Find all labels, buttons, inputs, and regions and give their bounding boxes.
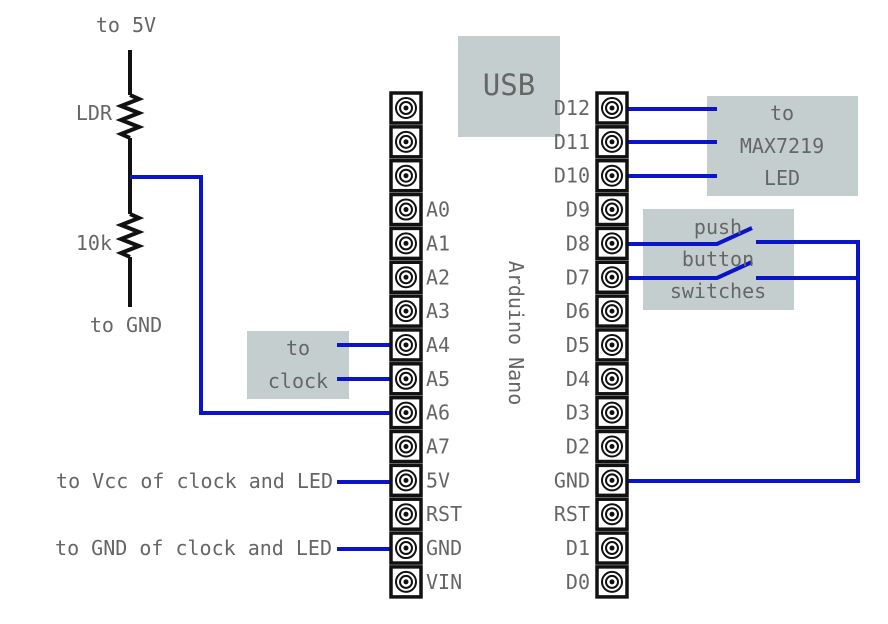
left-pin-14	[389, 565, 423, 599]
right-pin-13	[595, 531, 629, 565]
usb-connector-box	[458, 36, 560, 137]
left-pin-label: A3	[426, 299, 450, 323]
left-pin-label: A0	[426, 198, 450, 222]
right-pin-label: D8	[566, 231, 590, 255]
to-5v-label: to 5V	[96, 13, 156, 37]
left-pin-5	[389, 260, 423, 294]
max-box-line-2: MAX7219	[740, 134, 824, 158]
right-pin-12	[595, 497, 629, 531]
right-pin-label: D11	[554, 130, 590, 154]
clock-box-line-2: clock	[268, 369, 328, 393]
left-pin-3	[389, 192, 423, 227]
left-pin-label: A5	[426, 367, 450, 391]
left-pin-10	[389, 429, 423, 464]
left-pin-13	[389, 531, 423, 565]
left-pin-6	[389, 294, 423, 328]
max-box-line-3: LED	[764, 166, 800, 190]
left-pin-7	[389, 328, 423, 362]
switch-box-line-2: button	[682, 247, 754, 271]
left-pin-label: RST	[426, 502, 462, 526]
left-pin-label: A2	[426, 265, 450, 289]
left-pin-4	[389, 226, 423, 261]
right-pin-label: D10	[554, 164, 590, 188]
right-pin-7	[595, 328, 629, 362]
left-pin-label: A7	[426, 435, 450, 459]
left-pin-11	[389, 463, 423, 498]
clock-box	[247, 331, 349, 399]
right-pin-14	[595, 565, 629, 599]
switch-box-line-1: push	[694, 215, 742, 239]
right-pin-label: D1	[566, 536, 590, 560]
left-pin-0	[389, 91, 423, 125]
d7-switch-wire	[612, 260, 753, 280]
right-pin-label: D4	[566, 367, 590, 391]
right-pin-5	[595, 260, 629, 294]
right-pin-8	[595, 362, 629, 396]
push-button-box	[643, 209, 794, 310]
usb-label: USB	[483, 68, 535, 102]
to-gnd-label: to GND	[90, 313, 162, 337]
right-pin-10	[595, 429, 629, 464]
right-pin-3	[595, 192, 629, 227]
right-pin-label: D0	[566, 570, 590, 594]
right-pin-label: D12	[554, 96, 590, 120]
resistor-label: 10k	[76, 231, 112, 255]
left-pin-label: VIN	[426, 570, 462, 594]
ldr-label: LDR	[76, 101, 113, 125]
right-pin-label: D9	[566, 198, 590, 222]
right-pin-4	[595, 226, 629, 261]
right-pin-6	[595, 294, 629, 328]
left-pin-12	[389, 497, 423, 531]
board-name: Arduino Nano	[504, 261, 528, 406]
switch-box-line-3: switches	[670, 279, 766, 303]
gnd-wire-label: to GND of clock and LED	[55, 536, 332, 560]
left-pin-label: A4	[426, 333, 450, 357]
right-pin-label: D3	[566, 401, 590, 425]
left-pin-2	[389, 158, 423, 193]
left-pin-8	[389, 362, 423, 396]
left-pin-label: GND	[426, 536, 462, 560]
right-pin-label: D6	[566, 299, 590, 323]
right-pin-9	[595, 395, 629, 430]
right-pin-1	[595, 125, 629, 159]
left-pin-1	[389, 125, 423, 159]
switch-common-d8	[612, 240, 860, 483]
right-pin-label: RST	[554, 502, 590, 526]
ldr-divider	[115, 50, 145, 307]
right-pin-11	[595, 463, 629, 498]
clock-box-line-1: to	[286, 336, 310, 360]
left-pin-label: 5V	[426, 468, 450, 492]
right-pin-label: D7	[566, 265, 590, 289]
left-pin-9	[389, 395, 423, 430]
right-pin-label: D2	[566, 435, 590, 459]
left-pin-label: A6	[426, 401, 450, 425]
ldr-to-a6-wire	[130, 175, 406, 415]
vcc-label: to Vcc of clock and LED	[56, 469, 333, 493]
right-pin-label: GND	[554, 468, 590, 492]
d8-switch-wire	[612, 226, 753, 246]
right-pin-2	[595, 158, 629, 193]
left-pin-label: A1	[426, 231, 450, 255]
right-pin-0	[595, 91, 629, 125]
max7219-box	[707, 96, 858, 196]
max-box-line-1: to	[770, 101, 794, 125]
right-pin-label: D5	[566, 333, 590, 357]
